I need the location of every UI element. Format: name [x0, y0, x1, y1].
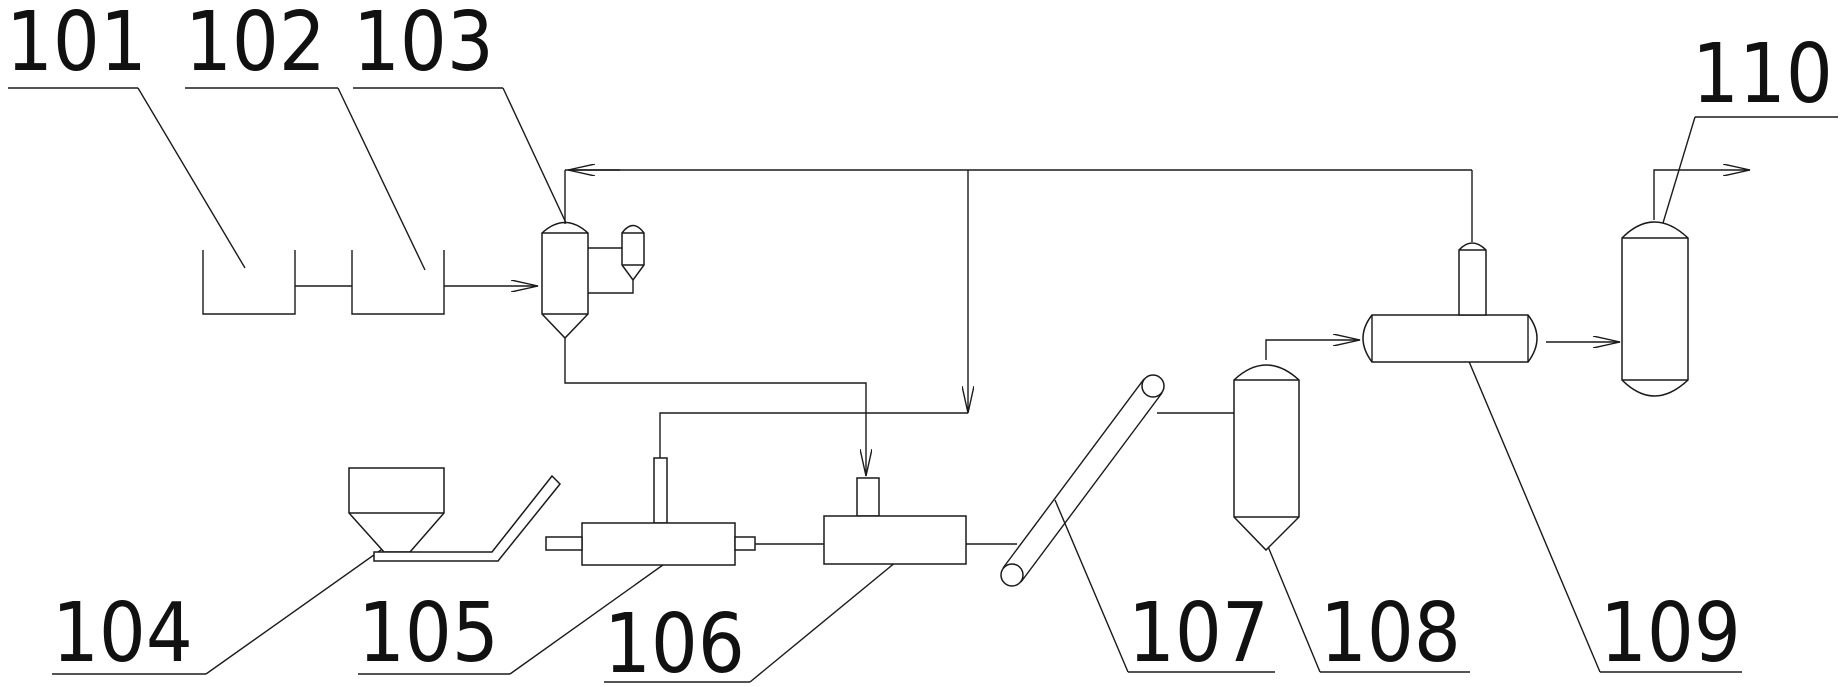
- label-107-leader: [1054, 499, 1129, 673]
- label-101-leader: [137, 87, 246, 269]
- elevator-107: [1000, 374, 1165, 587]
- label-103-group: 103: [353, 0, 589, 271]
- label-108: 108: [1320, 586, 1461, 681]
- label-104: 104: [52, 586, 193, 681]
- mixer-106: [823, 477, 967, 565]
- unit-105: [545, 457, 756, 566]
- vessel-108: [1233, 364, 1300, 552]
- tank-101: [202, 250, 296, 315]
- column-103: [541, 221, 589, 340]
- label-101: 101: [6, 0, 147, 90]
- feed-conveyor-104: [373, 474, 562, 562]
- label-102: 102: [185, 0, 326, 90]
- label-106: 106: [604, 597, 745, 687]
- label-109-leader: [1464, 351, 1601, 673]
- label-110-group: 110: [1646, 27, 1838, 277]
- pipe-103-side-bottom: [588, 280, 634, 294]
- pipe-103-to-106: [564, 338, 866, 476]
- pipe-branch-to-105: [659, 412, 968, 458]
- tank-102: [351, 250, 445, 315]
- label-101-group: 101: [6, 0, 246, 269]
- label-107: 107: [1128, 586, 1269, 681]
- label-102-leader: [337, 87, 426, 271]
- label-109: 109: [1600, 586, 1741, 681]
- label-107-group: 107: [1054, 499, 1275, 681]
- label-106-group: 106: [604, 542, 920, 687]
- label-106-leader: [749, 542, 920, 683]
- vessel-110: [1621, 221, 1689, 397]
- separator-109: [1362, 242, 1538, 363]
- label-105-group: 105: [358, 534, 706, 681]
- label-110: 110: [1692, 27, 1833, 122]
- pipe-110-outlet: [1653, 170, 1750, 220]
- label-105: 105: [358, 586, 499, 681]
- label-102-group: 102: [185, 0, 426, 271]
- hopper-104: [348, 467, 445, 553]
- side-vessel-103: [621, 224, 645, 282]
- label-103: 103: [353, 0, 494, 90]
- label-109-group: 109: [1464, 351, 1742, 681]
- pipe-108-109: [1265, 340, 1360, 360]
